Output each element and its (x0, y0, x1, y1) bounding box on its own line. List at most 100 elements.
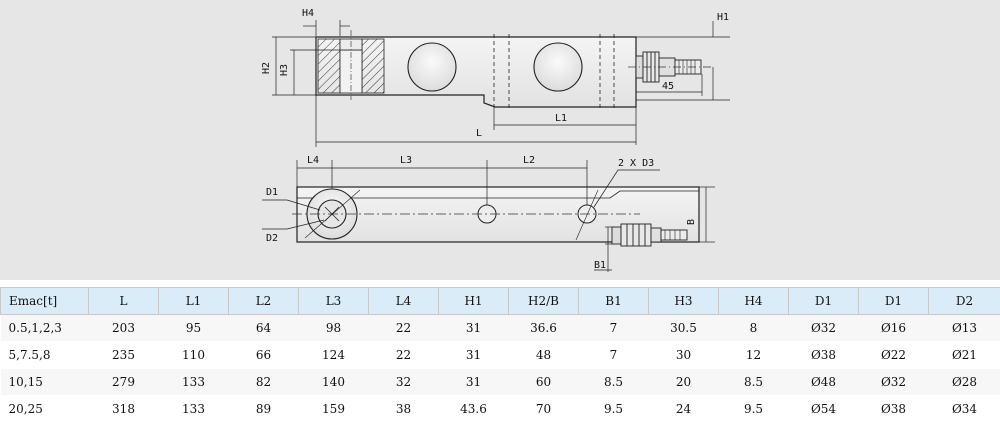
table-cell: Ø13 (928, 314, 1000, 342)
table-cell: Ø32 (858, 368, 929, 396)
label-l2: L2 (523, 155, 535, 166)
table-cell: 38 (368, 395, 439, 423)
header-cell: H3 (648, 287, 719, 315)
top-view: L4 L3 L2 2 X D3 D1 D2 B B1 (262, 155, 715, 272)
top-cable-gland (611, 223, 688, 247)
table-cell: Ø28 (928, 368, 1000, 396)
label-d1: D1 (266, 187, 278, 198)
label-h1: H1 (717, 12, 729, 23)
table-cell: 31 (438, 341, 509, 369)
table-cell: Ø54 (788, 395, 859, 423)
leader-d3 (593, 169, 660, 208)
table-cell: 82 (228, 368, 299, 396)
table-cell: 31 (438, 368, 509, 396)
table-cell: 66 (228, 341, 299, 369)
table-cell: 124 (298, 341, 369, 369)
side-pocket-left (407, 42, 457, 92)
table-cell: 12 (718, 341, 789, 369)
diameter-line-d3 (575, 189, 599, 241)
side-hole-centerlines (493, 34, 615, 108)
header-cell: D1 (858, 287, 929, 315)
label-45: 45 (662, 81, 674, 92)
table-cell: 36.6 (508, 314, 579, 342)
label-l4: L4 (307, 155, 319, 166)
table-cell: Ø38 (858, 395, 929, 423)
table-row: 10,15 279 133 82 140 32 31 60 8.5 20 8.5… (0, 368, 1000, 396)
table-cell: 5,7.5,8 (0, 341, 89, 369)
table-cell: 98 (298, 314, 369, 342)
table-cell: 279 (88, 368, 159, 396)
table-cell: 89 (228, 395, 299, 423)
table-row: 5,7.5,8 235 110 66 124 22 31 48 7 30 12 … (0, 341, 1000, 369)
dim-l (315, 95, 636, 147)
technical-drawing: H4 H1 H2 H3 45 L1 (0, 0, 1000, 280)
table-header-row: Emac[t] L L1 L2 L3 L4 H1 H2/B B1 H3 H4 D… (0, 287, 1000, 315)
table-cell: Ø16 (858, 314, 929, 342)
table-cell: 8.5 (578, 368, 649, 396)
header-cell: L1 (158, 287, 229, 315)
drawing-svg: H4 H1 H2 H3 45 L1 (261, 8, 730, 272)
table-cell: 20,25 (0, 395, 89, 423)
header-cell: L2 (228, 287, 299, 315)
side-pocket-right (533, 42, 583, 92)
table-cell: 133 (158, 368, 229, 396)
diameter-line (304, 189, 361, 239)
table-cell: 7 (578, 341, 649, 369)
table-cell: 159 (298, 395, 369, 423)
table-cell: Ø48 (788, 368, 859, 396)
table-cell: 64 (228, 314, 299, 342)
side-view: H4 H1 H2 H3 45 L1 (261, 8, 730, 147)
table-cell: Ø34 (928, 395, 1000, 423)
table-cell: Ø32 (788, 314, 859, 342)
label-h4: H4 (302, 8, 314, 19)
header-cell: H1 (438, 287, 509, 315)
table-cell: 235 (88, 341, 159, 369)
table-cell: 0.5,1,2,3 (0, 314, 89, 342)
dim-h1 (636, 21, 730, 101)
table-cell: Ø21 (928, 341, 1000, 369)
header-cell: D1 (788, 287, 859, 315)
header-cell: L3 (298, 287, 369, 315)
header-cell: Emac[t] (0, 287, 89, 315)
table-cell: 30.5 (648, 314, 719, 342)
table-row: 0.5,1,2,3 203 95 64 98 22 31 36.6 7 30.5… (0, 314, 1000, 342)
label-l: L (476, 128, 482, 139)
label-l3: L3 (400, 155, 412, 166)
table-cell: 20 (648, 368, 719, 396)
table-cell: 9.5 (718, 395, 789, 423)
dim-45 (636, 74, 703, 96)
label-l1: L1 (555, 113, 567, 124)
leader-d2 (262, 219, 325, 230)
label-h2: H2 (261, 62, 272, 74)
header-cell: D2 (928, 287, 1000, 315)
table-cell: 110 (158, 341, 229, 369)
side-hatched-section (317, 30, 385, 100)
table-cell: 8.5 (718, 368, 789, 396)
table-cell: 60 (508, 368, 579, 396)
leader-d1 (262, 199, 321, 211)
table-cell: 318 (88, 395, 159, 423)
table-cell: Ø38 (788, 341, 859, 369)
label-d2: D2 (266, 233, 278, 244)
table-cell: 9.5 (578, 395, 649, 423)
table-cell: 30 (648, 341, 719, 369)
header-cell: L4 (368, 287, 439, 315)
table-cell: 70 (508, 395, 579, 423)
spec-table: Emac[t] L L1 L2 L3 L4 H1 H2/B B1 H3 H4 D… (0, 287, 1000, 423)
header-cell: H2/B (508, 287, 579, 315)
label-d3: 2 X D3 (618, 158, 654, 169)
top-step (297, 190, 699, 199)
table-cell: 31 (438, 314, 509, 342)
table-cell: 48 (508, 341, 579, 369)
dim-h2-h3 (272, 36, 340, 96)
table-cell: 140 (298, 368, 369, 396)
table-cell: 7 (578, 314, 649, 342)
header-cell: L (88, 287, 159, 315)
table-cell: 24 (648, 395, 719, 423)
dim-l1 (493, 107, 637, 145)
table-cell: 203 (88, 314, 159, 342)
label-h3: H3 (279, 64, 290, 76)
table-cell: 22 (368, 314, 439, 342)
table-cell: Ø22 (858, 341, 929, 369)
table-cell: 8 (718, 314, 789, 342)
